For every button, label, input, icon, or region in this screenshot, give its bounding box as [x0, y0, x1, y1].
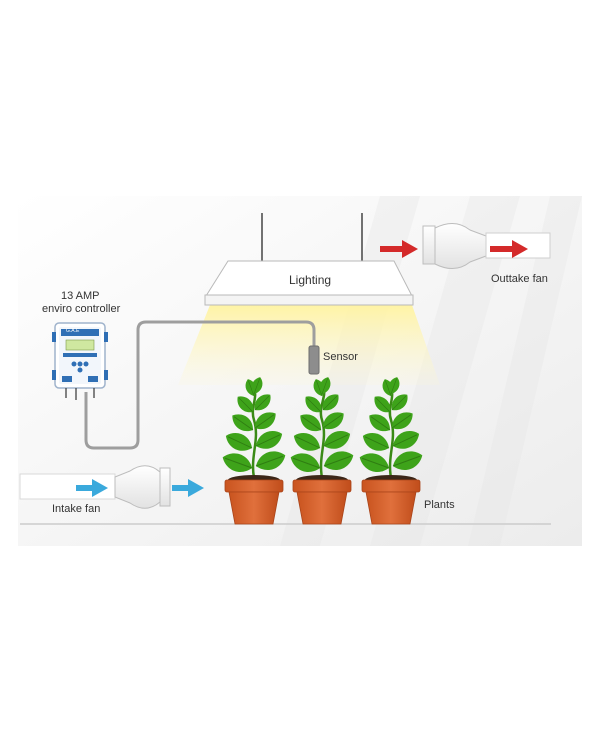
plants-group	[222, 377, 423, 525]
lighting-label: Lighting	[289, 273, 332, 287]
red-arrow-icon	[490, 240, 528, 258]
intake-fan-label: Intake fan	[52, 503, 101, 515]
plant-icon	[290, 377, 354, 525]
sensor-cable	[84, 320, 316, 450]
blue-arrow-icon	[172, 479, 204, 497]
controller-brand: G.A.E	[66, 328, 80, 334]
plant-icon	[359, 377, 423, 525]
sensor-probe	[308, 345, 320, 375]
blue-arrow-icon	[76, 479, 108, 497]
sensor-label: Sensor	[323, 351, 358, 363]
outtake-fan-label: Outtake fan	[491, 273, 548, 285]
outtake-fan	[422, 223, 551, 269]
lighting-fixture	[204, 260, 414, 306]
controller-label-line2: enviro controller	[42, 303, 121, 315]
plant-icon	[222, 377, 286, 525]
light-glow	[178, 305, 440, 385]
red-arrow-icon	[380, 240, 418, 258]
enviro-controller	[52, 322, 108, 400]
plants-label: Plants	[424, 499, 455, 511]
controller-label-line1: 13 AMP	[61, 290, 100, 302]
